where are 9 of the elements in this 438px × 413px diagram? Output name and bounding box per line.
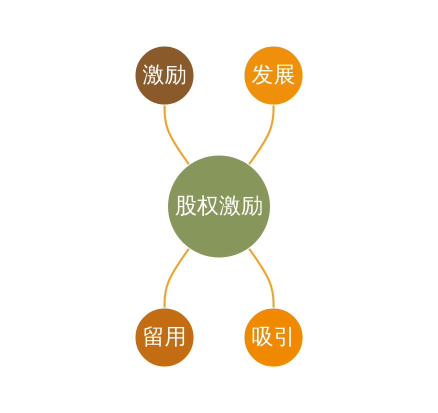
node-circle: 吸引 <box>244 308 304 368</box>
node-circle: 股权激励 <box>167 154 271 258</box>
connector <box>164 105 190 166</box>
node-circle: 发展 <box>244 46 304 106</box>
node-circle: 留用 <box>134 308 194 368</box>
connector <box>164 248 190 308</box>
connector <box>248 105 274 166</box>
connector <box>248 248 274 308</box>
node-circle: 激励 <box>134 46 194 106</box>
